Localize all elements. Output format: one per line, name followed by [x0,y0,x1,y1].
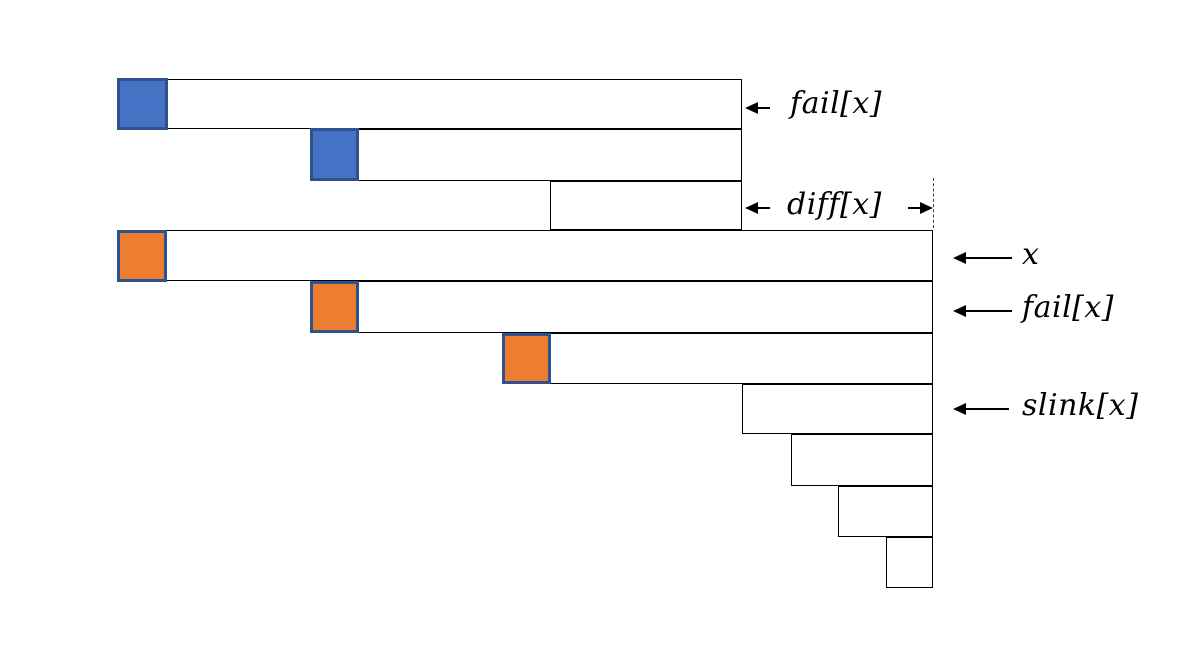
bar-row-8 [791,434,933,486]
arrow-x-shaft [963,257,1012,259]
arrow-fail-mid-shaft [963,310,1012,312]
label-diff: diff[x] [787,187,882,223]
label-fail-top: fail[x] [790,86,883,122]
bar-row-5 [310,281,933,333]
label-fail-mid: fail[x] [1022,290,1115,326]
arrow-diff-left-head-icon [745,202,758,214]
arrow-x-head-icon [953,252,966,264]
dashed-guide-line [933,178,934,228]
arrow-slink-shaft [963,408,1009,410]
orange-square-1 [117,230,167,282]
bar-row-9 [838,486,933,537]
blue-square-2 [310,128,359,181]
orange-square-2 [310,281,359,333]
bar-row-2 [310,129,742,181]
label-slink: slink[x] [1022,388,1139,424]
label-x: x [1022,237,1040,273]
bar-row-4 [117,230,933,281]
blue-square-1 [117,78,168,130]
arrow-diff-right-shaft [908,207,923,209]
bar-row-10 [886,537,933,588]
arrow-diff-left-shaft [755,207,770,209]
orange-square-3 [502,333,551,384]
arrow-fail-top-shaft [755,107,770,109]
bar-row-6 [502,333,933,384]
arrow-fail-top-head-icon [745,102,758,114]
arrow-slink-head-icon [953,403,966,415]
bar-row-7 [742,384,933,434]
arrow-diff-right-head-icon [920,202,933,214]
bar-row-3 [550,181,742,230]
bar-row-1 [117,79,742,129]
arrow-fail-mid-head-icon [953,305,966,317]
